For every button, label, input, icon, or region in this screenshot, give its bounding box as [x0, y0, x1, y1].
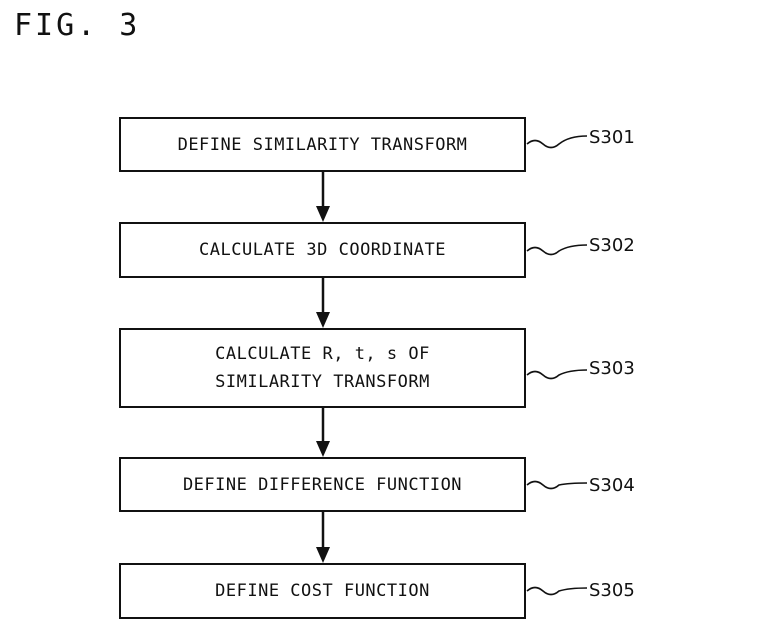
arrow-s302-to-s303: [316, 278, 330, 328]
step-box-s304: DEFINE DIFFERENCE FUNCTION: [119, 457, 526, 512]
leader-line-s302: [526, 244, 588, 256]
step-label-s305: S305: [589, 580, 635, 601]
arrow-s304-to-s305: [316, 512, 330, 563]
step-label-s303: S303: [589, 358, 635, 379]
leader-line-s303: [526, 369, 588, 380]
figure-title: FIG. 3: [14, 8, 141, 43]
step-label-s302: S302: [589, 235, 635, 256]
leader-line-s305: [526, 586, 588, 596]
step-box-s301: DEFINE SIMILARITY TRANSFORM: [119, 117, 526, 172]
leader-lines: [526, 135, 588, 596]
arrow-s303-to-s304: [316, 408, 330, 457]
step-label-s301: S301: [589, 127, 635, 148]
leader-line-s301: [526, 135, 588, 149]
step-label-s304: S304: [589, 475, 635, 496]
step-box-s305: DEFINE COST FUNCTION: [119, 563, 526, 619]
arrow-s301-to-s302: [316, 172, 330, 222]
step-box-s303: CALCULATE R, t, s OF SIMILARITY TRANSFOR…: [119, 328, 526, 408]
step-box-s302: CALCULATE 3D COORDINATE: [119, 222, 526, 278]
leader-line-s304: [526, 480, 588, 490]
flow-arrows: [316, 172, 330, 563]
